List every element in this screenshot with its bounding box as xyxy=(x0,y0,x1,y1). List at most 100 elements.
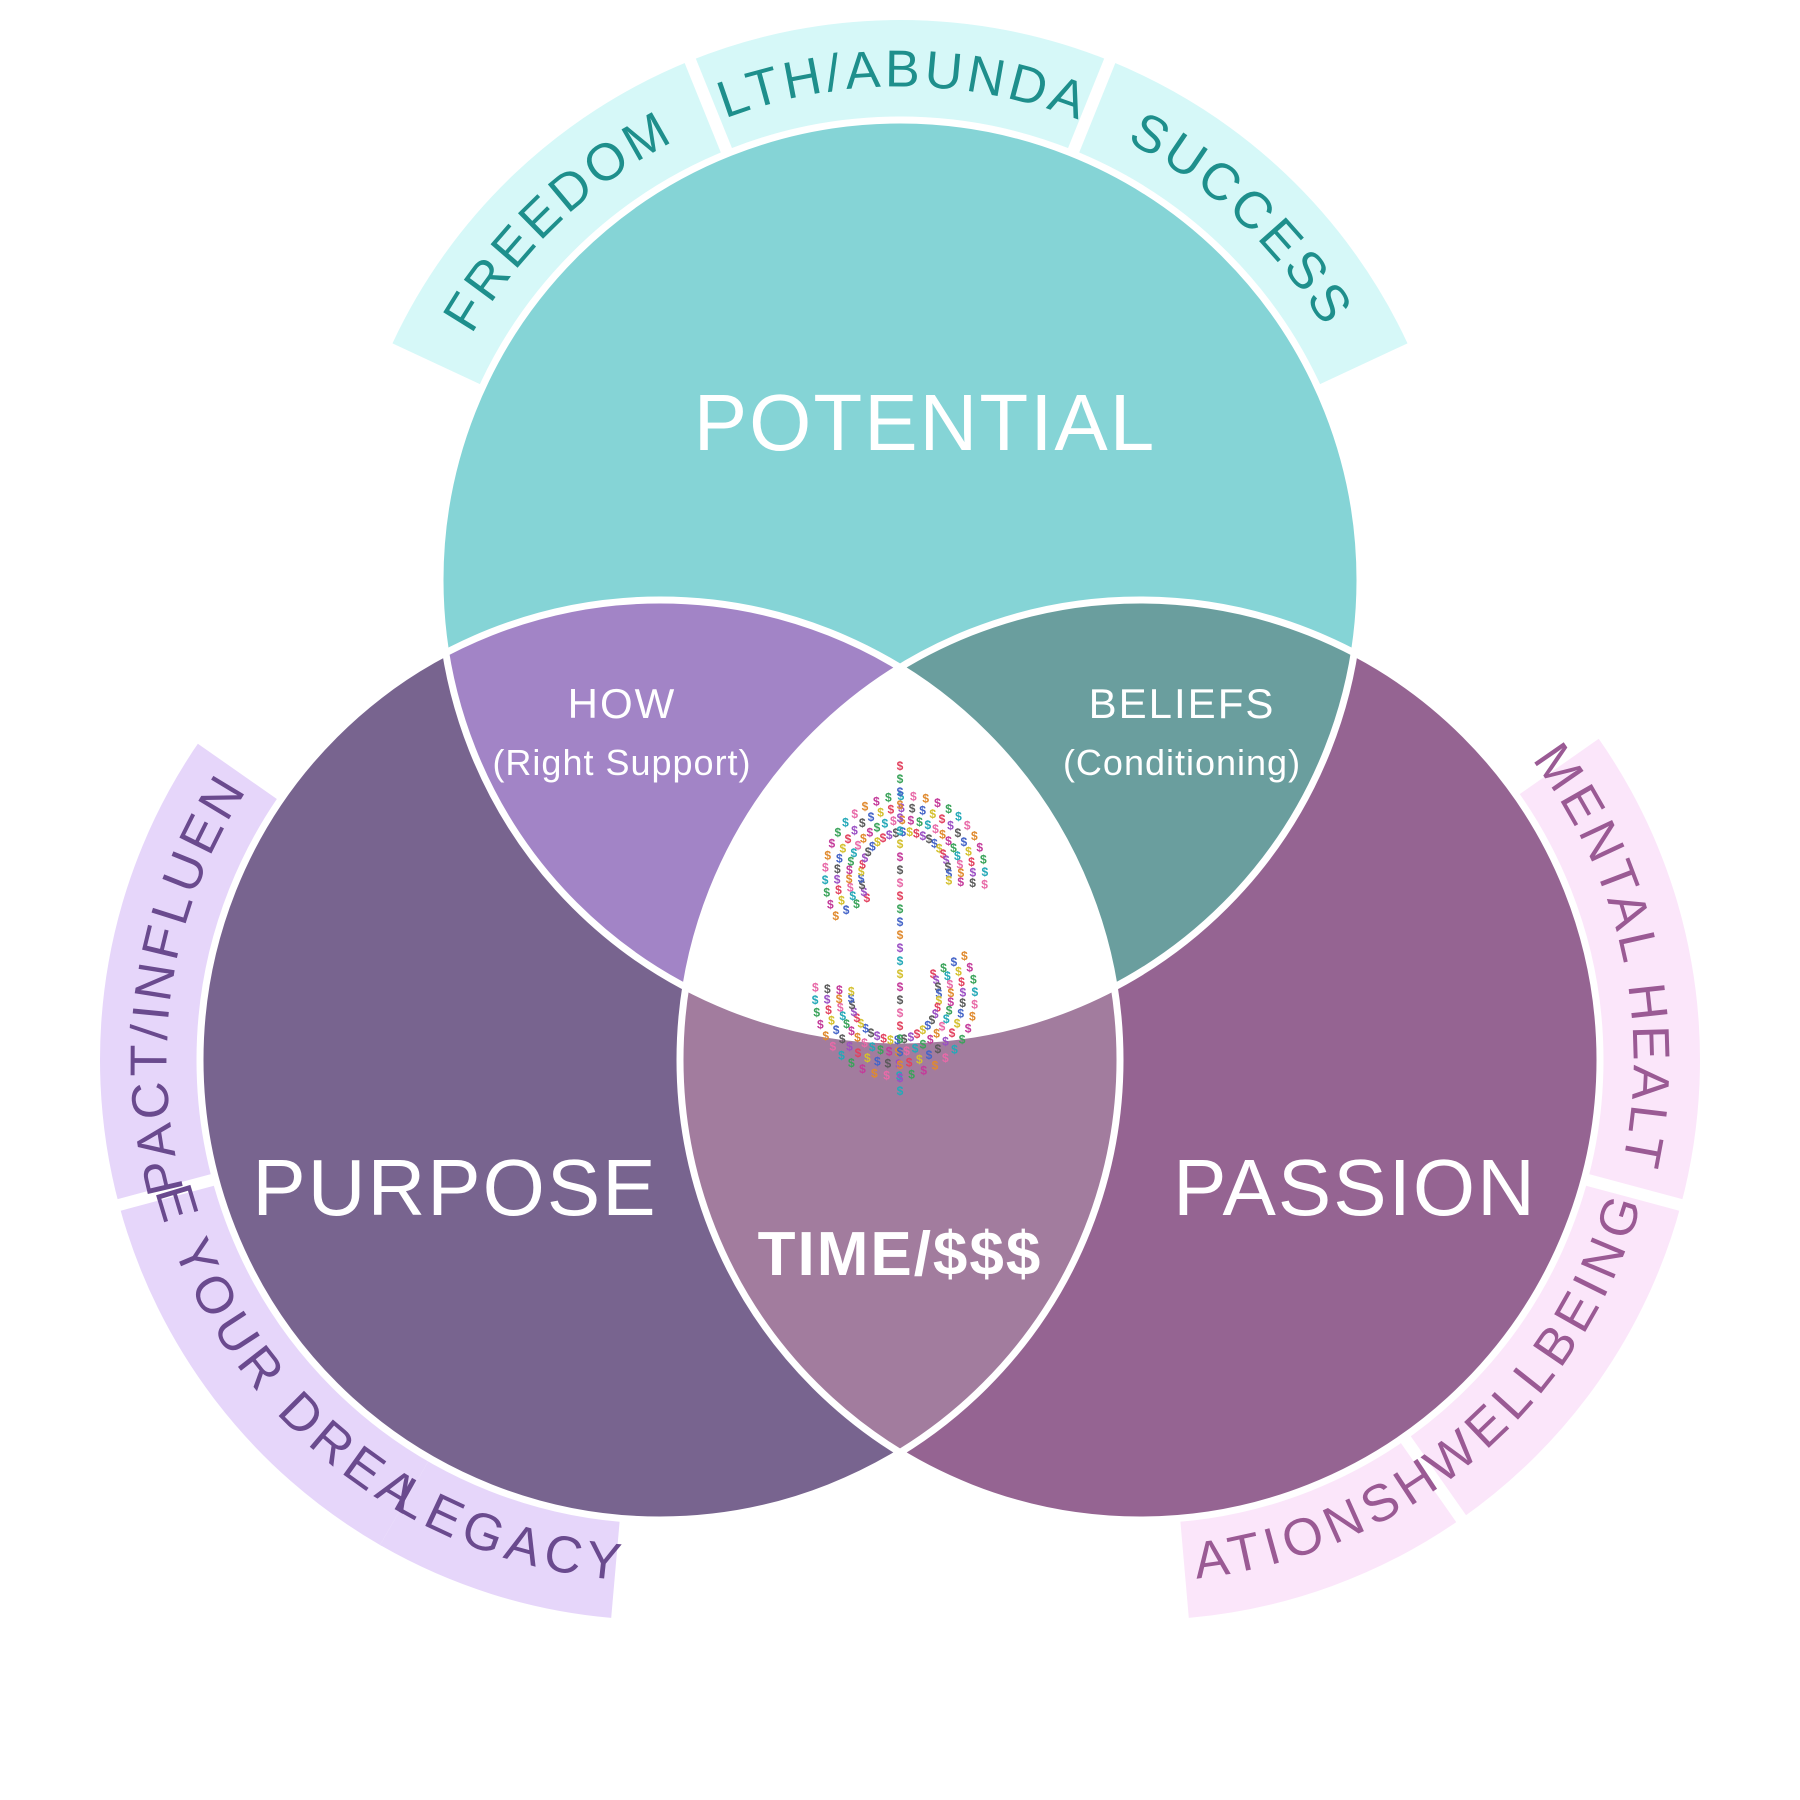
dollar-mini-glyph: $ xyxy=(851,807,858,821)
dollar-mini-glyph: $ xyxy=(906,1056,913,1070)
dollar-mini-glyph: $ xyxy=(886,828,893,842)
dollar-mini-glyph: $ xyxy=(929,807,936,821)
dollar-mini-glyph: $ xyxy=(919,1023,926,1037)
dollar-mini-glyph: $ xyxy=(834,862,841,876)
dollar-mini-glyph: $ xyxy=(848,991,855,1005)
dollar-mini-glyph: $ xyxy=(850,846,857,860)
dollar-mini-glyph: $ xyxy=(860,832,867,846)
dollar-mini-glyph: $ xyxy=(887,1033,894,1047)
dollar-mini-glyph: $ xyxy=(897,954,904,968)
dollar-mini-glyph: $ xyxy=(897,902,904,916)
dollar-mini-glyph: $ xyxy=(869,1040,876,1054)
dollar-mini-glyph: $ xyxy=(838,893,845,907)
dollar-mini-glyph: $ xyxy=(897,837,904,851)
how-subtitle: (Right Support) xyxy=(492,742,751,783)
dollar-mini-glyph: $ xyxy=(939,1020,946,1034)
dollar-mini-glyph: $ xyxy=(970,865,977,879)
dollar-mini-glyph: $ xyxy=(897,785,904,799)
dollar-mini-glyph: $ xyxy=(954,849,961,863)
dollar-mini-glyph: $ xyxy=(886,1045,893,1059)
dollar-mini-glyph: $ xyxy=(865,845,872,859)
dollar-mini-glyph: $ xyxy=(898,801,905,815)
center-intersection xyxy=(680,600,1120,1040)
dollar-mini-glyph: $ xyxy=(842,816,849,830)
dollar-mini-glyph: $ xyxy=(966,960,973,974)
dollar-mini-glyph: $ xyxy=(897,863,904,877)
dollar-mini-glyph: $ xyxy=(829,837,836,851)
dollar-mini-glyph: $ xyxy=(969,876,976,890)
dollar-mini-glyph: $ xyxy=(972,985,979,999)
dollar-mini-glyph: $ xyxy=(824,982,831,996)
dollar-mini-glyph: $ xyxy=(858,871,865,885)
dollar-mini-glyph: $ xyxy=(843,1017,850,1031)
dollar-mini-glyph: $ xyxy=(899,825,906,839)
dollar-mini-glyph: $ xyxy=(832,909,839,923)
dollar-mini-glyph: $ xyxy=(897,1032,904,1046)
dollar-mini-glyph: $ xyxy=(829,1039,836,1053)
dollar-mini-glyph: $ xyxy=(897,889,904,903)
dollar-mini-glyph: $ xyxy=(890,814,897,828)
dollar-mini-glyph: $ xyxy=(970,972,977,986)
beliefs-subtitle: (Conditioning) xyxy=(1063,742,1301,783)
dollar-mini-glyph: $ xyxy=(846,1040,853,1054)
dollar-mini-glyph: $ xyxy=(897,915,904,929)
dollar-mini-glyph: $ xyxy=(846,872,853,886)
dollar-mini-glyph: $ xyxy=(836,851,843,865)
dollar-mini-glyph: $ xyxy=(897,876,904,890)
dollar-mini-glyph: $ xyxy=(866,826,873,840)
dollar-mini-glyph: $ xyxy=(929,1013,936,1027)
dollar-mini-glyph: $ xyxy=(964,819,971,833)
dollar-mini-glyph: $ xyxy=(940,847,947,861)
dollar-mini-glyph: $ xyxy=(822,861,829,875)
dollar-mini-glyph: $ xyxy=(930,967,937,981)
dollar-mini-glyph: $ xyxy=(817,1018,824,1032)
dollar-mini-glyph: $ xyxy=(853,897,860,911)
dollar-mini-glyph: $ xyxy=(939,812,946,826)
dollar-mini-glyph: $ xyxy=(859,1062,866,1076)
dollar-mini-glyph: $ xyxy=(927,1033,934,1047)
dollar-mini-glyph: $ xyxy=(874,835,881,849)
dollar-mini-glyph: $ xyxy=(916,815,923,829)
dollar-mini-glyph: $ xyxy=(945,860,952,874)
dollar-mini-glyph: $ xyxy=(835,883,842,897)
dollar-mini-glyph: $ xyxy=(982,865,989,879)
dollar-mini-glyph: $ xyxy=(897,1058,904,1072)
dollar-mini-glyph: $ xyxy=(932,1058,939,1072)
dollar-mini-glyph: $ xyxy=(837,1001,844,1015)
dollar-mini-glyph: $ xyxy=(848,1024,855,1038)
dollar-mini-glyph: $ xyxy=(961,835,968,849)
dollar-mini-glyph: $ xyxy=(939,827,946,841)
dollar-mini-glyph: $ xyxy=(897,1006,904,1020)
dollar-mini-glyph: $ xyxy=(942,1051,949,1065)
dollar-mini-glyph: $ xyxy=(951,955,958,969)
dollar-mini-glyph: $ xyxy=(880,831,887,845)
dollar-mini-glyph: $ xyxy=(897,759,904,773)
dollar-mini-glyph: $ xyxy=(897,1045,904,1059)
dollar-mini-glyph: $ xyxy=(858,864,865,878)
dollar-mini-glyph: $ xyxy=(857,1017,864,1031)
dollar-mini-glyph: $ xyxy=(895,1045,902,1059)
dollar-mini-glyph: $ xyxy=(920,1038,927,1052)
dollar-mini-glyph: $ xyxy=(897,824,904,838)
potential-label: POTENTIAL xyxy=(694,378,1157,467)
ring-segment-right-2 xyxy=(1179,1432,1462,1618)
dollar-mini-glyph: $ xyxy=(949,1026,956,1040)
dollar-mini-glyph: $ xyxy=(914,1027,921,1041)
dollar-mini-glyph: $ xyxy=(883,1069,890,1083)
ring-divider xyxy=(1061,49,1120,170)
dollar-mini-glyph: $ xyxy=(824,993,831,1007)
dollar-mini-glyph: $ xyxy=(956,857,963,871)
dollar-mini-glyph: $ xyxy=(897,798,904,812)
dollar-mini-glyph: $ xyxy=(980,852,987,866)
dollar-mini-glyph: $ xyxy=(912,1041,919,1055)
dollar-mini-glyph: $ xyxy=(882,817,889,831)
dollar-mini-glyph: $ xyxy=(849,889,856,903)
dollar-mini-glyph: $ xyxy=(834,873,841,887)
dollar-mini-glyph: $ xyxy=(897,811,904,825)
dollar-mini-glyph: $ xyxy=(919,803,926,817)
dollar-mini-glyph: $ xyxy=(868,810,875,824)
dollar-mini-glyph: $ xyxy=(839,1009,846,1023)
dollar-mini-glyph: $ xyxy=(910,789,917,803)
dollar-mini-glyph: $ xyxy=(812,981,819,995)
dollar-mini-glyph: $ xyxy=(933,973,940,987)
